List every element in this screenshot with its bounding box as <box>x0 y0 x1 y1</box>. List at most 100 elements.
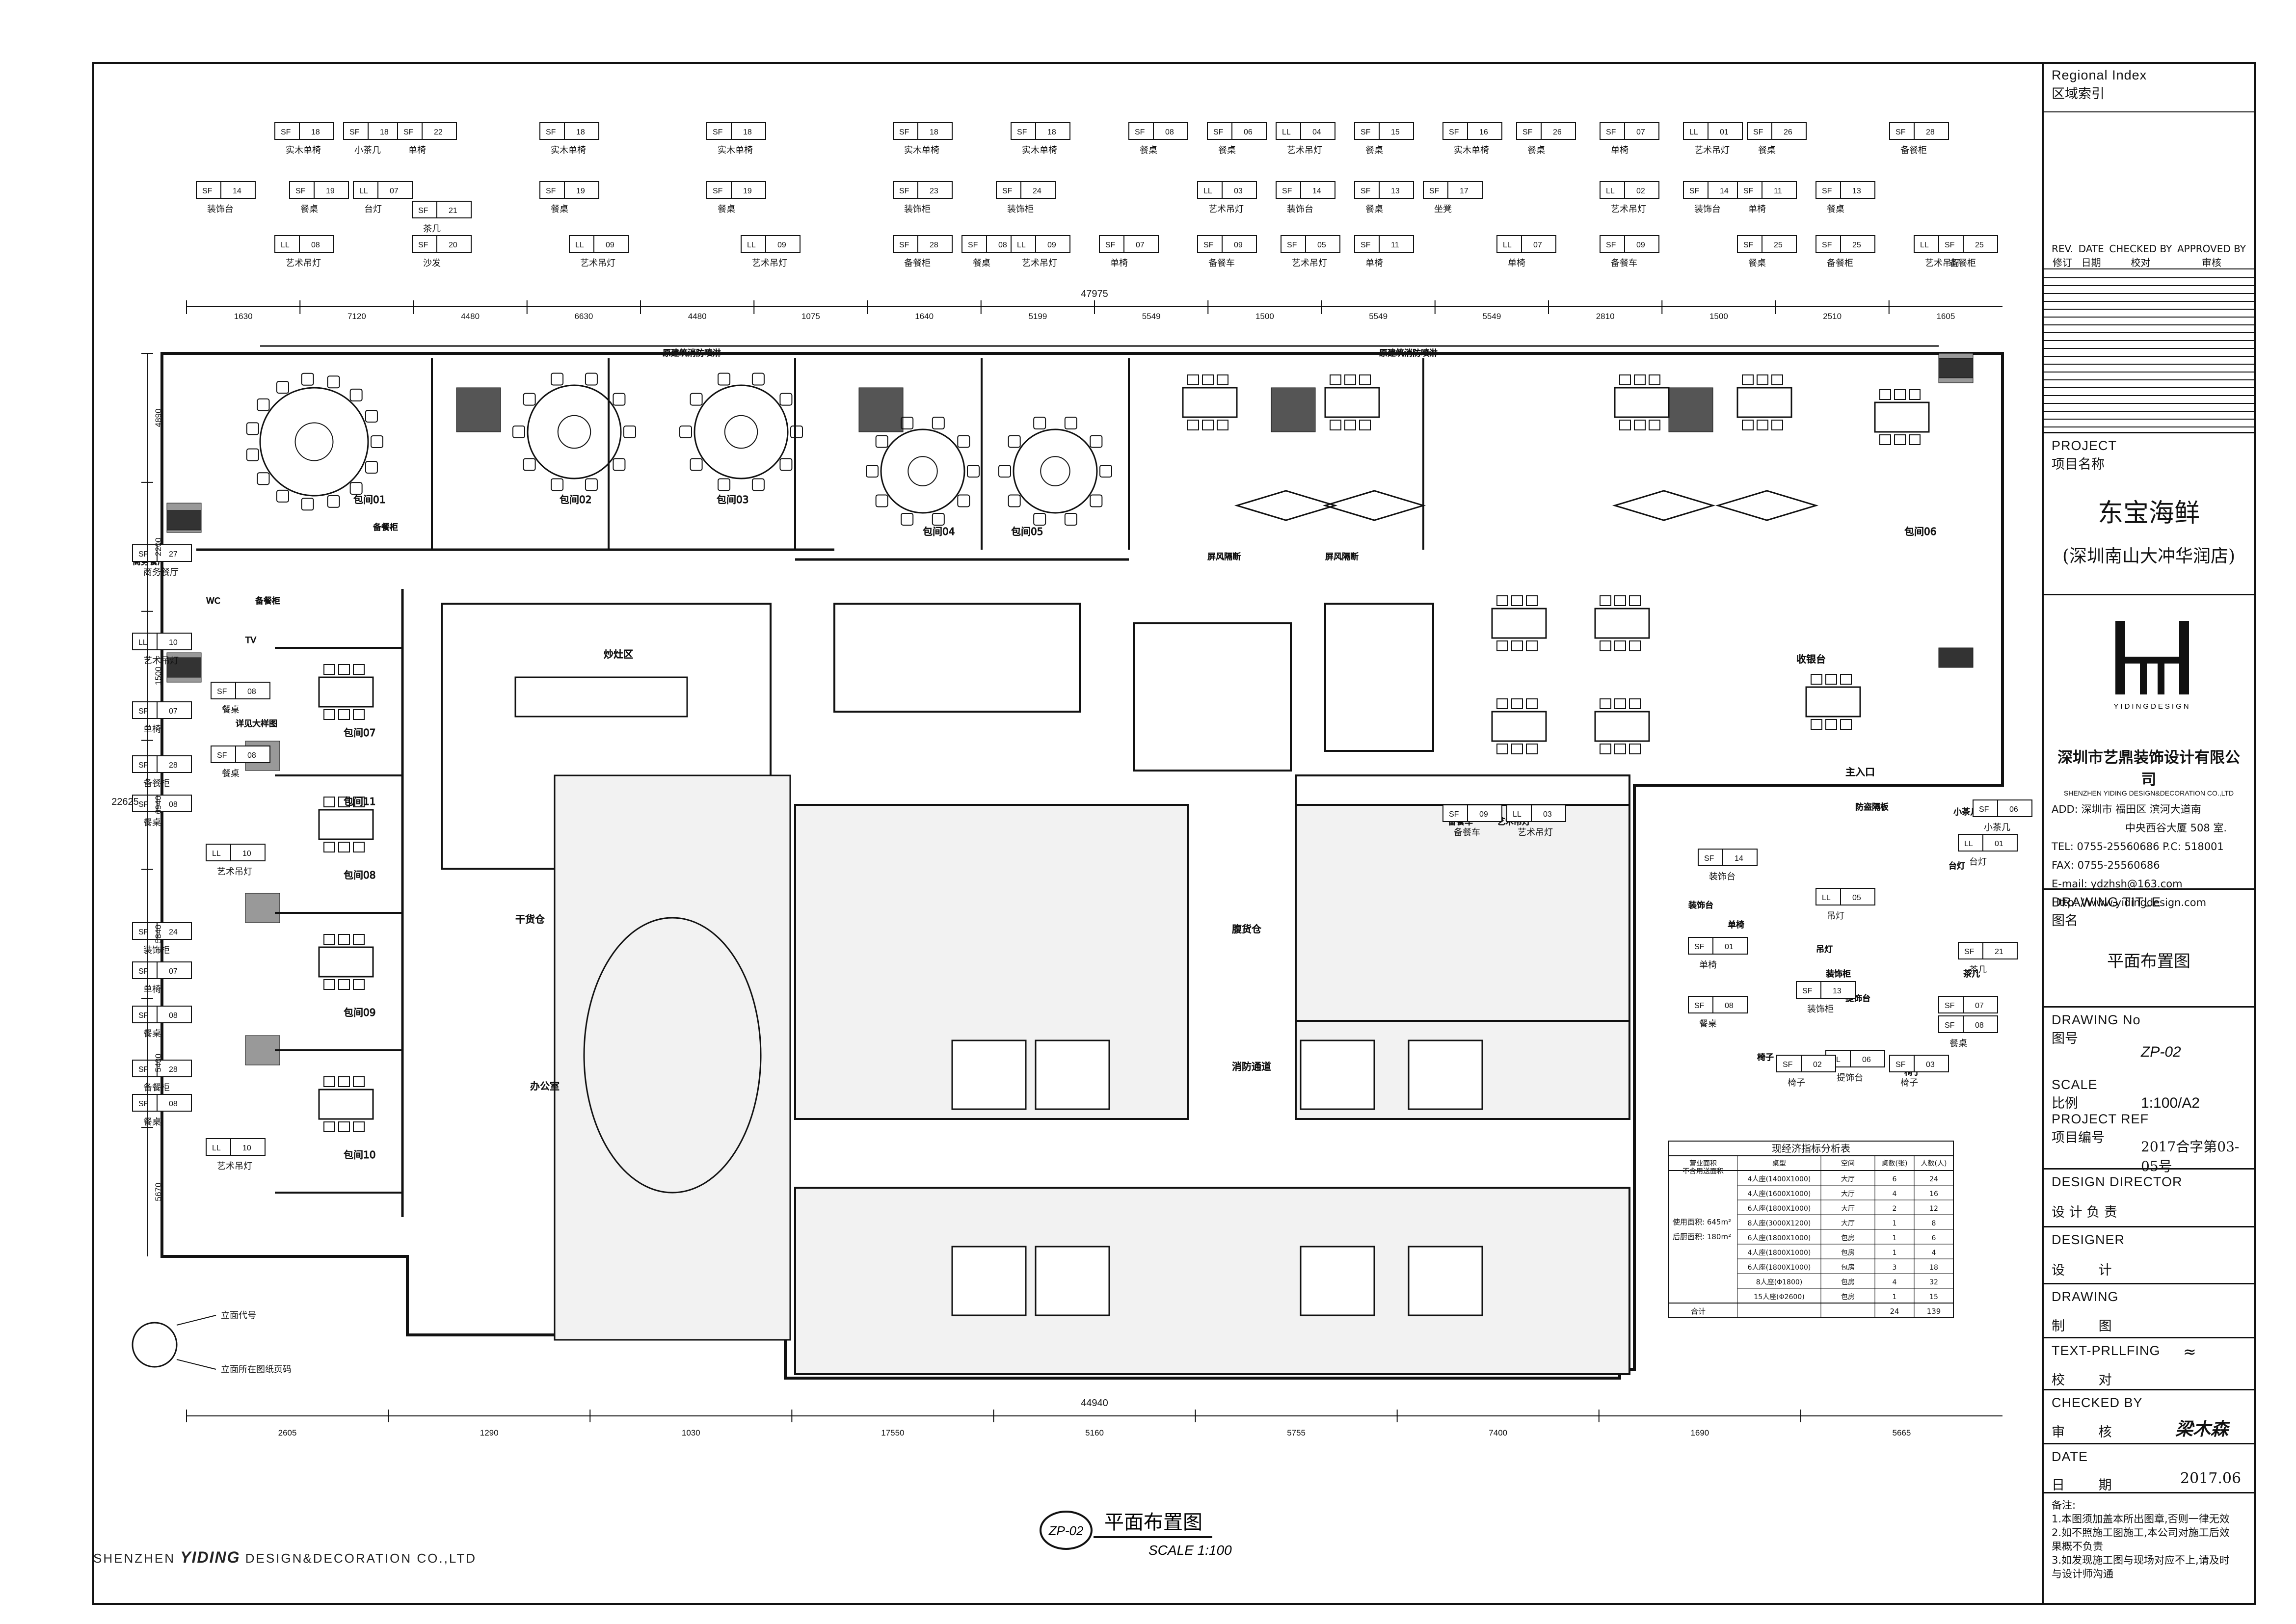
chair <box>1008 494 1021 507</box>
tag-box <box>1354 235 1414 253</box>
tag-label: 实木单椅 <box>904 145 939 156</box>
chair <box>1757 420 1768 430</box>
tag-box <box>1354 122 1414 140</box>
tag-number: 08 <box>1165 128 1174 136</box>
top-dimension: 1075 <box>801 312 820 321</box>
chair <box>1879 434 1891 445</box>
scale-cn: 比例 <box>2052 1096 2078 1111</box>
plan-note: TV <box>245 636 256 645</box>
econ-cell: 大厅 <box>1841 1175 1855 1183</box>
tag-box <box>132 1006 192 1023</box>
econ-cell: 4 <box>1893 1190 1897 1198</box>
tag-number: 08 <box>169 1012 178 1020</box>
project-label-en: PROJECT <box>2052 438 2117 453</box>
project-label-cn: 项目名称 <box>2052 457 2105 472</box>
tag-label: 餐桌 <box>1748 258 1766 268</box>
design-director-section: DESIGN DIRECTOR 设 计 负 责 <box>2043 1168 2255 1226</box>
tag-number: 25 <box>1774 241 1783 249</box>
column <box>858 387 904 432</box>
tag-code: SF <box>1822 241 1832 249</box>
top-dimension: 5549 <box>1369 312 1388 321</box>
tag-label: 备餐车 <box>1611 258 1637 268</box>
tag-box <box>132 795 192 812</box>
tag-number: 10 <box>169 639 178 647</box>
tag-code: SF <box>1287 241 1297 249</box>
tag-number: 07 <box>169 707 178 716</box>
tag-box <box>353 181 413 199</box>
tag-number: 08 <box>1725 1002 1734 1010</box>
econ-total-tables: 24 <box>1890 1307 1899 1316</box>
chair <box>323 934 335 945</box>
tag-number: 28 <box>1926 128 1935 136</box>
tag-code: SF <box>899 187 909 195</box>
round-table <box>259 387 369 497</box>
rect-table <box>1324 387 1380 418</box>
tag-label: 实木单椅 <box>718 145 753 156</box>
tag-code: SF <box>1361 187 1371 195</box>
lazy-susan <box>724 415 758 449</box>
elevator-car <box>1300 1246 1375 1316</box>
rect-table <box>1491 608 1547 639</box>
tag-code: SF <box>281 128 291 136</box>
tag-number: 21 <box>1995 948 2003 956</box>
chair <box>1600 744 1611 754</box>
tag-label: 单椅 <box>1365 258 1383 268</box>
tag-number: 01 <box>1720 128 1729 136</box>
tag-label: 餐桌 <box>1527 145 1545 156</box>
chair <box>551 373 564 386</box>
tag-box <box>1958 942 2018 959</box>
tag-box <box>1737 235 1797 253</box>
tag-code: SF <box>899 241 909 249</box>
room-label-baojian-05: 包间05 <box>1011 526 1043 537</box>
drawing-ref-text: ZP-02 <box>1048 1523 1084 1538</box>
room-label-chaozuoqu: 炒灶区 <box>604 648 633 660</box>
chair <box>790 426 803 438</box>
room-label-baojian-06: 包间06 <box>1904 526 1936 537</box>
tag-code: SF <box>546 128 556 136</box>
tag-number: 08 <box>311 241 320 249</box>
tag-code: SF <box>138 800 149 809</box>
tag-label: 单椅 <box>1748 204 1766 214</box>
rect-table <box>1594 711 1650 742</box>
tag-box <box>1276 122 1335 140</box>
tag-number: 05 <box>1852 894 1861 902</box>
tag-label: 备餐柜 <box>1827 258 1853 268</box>
chair <box>1496 640 1508 651</box>
tag-number: 09 <box>1636 241 1645 249</box>
room-label-baojian-03: 包间03 <box>717 494 748 506</box>
chair <box>1771 420 1783 430</box>
elevator-car <box>1300 1039 1375 1110</box>
tag-code: SF <box>1522 128 1533 136</box>
plan-note: 椅子 <box>1757 1053 1774 1063</box>
econ-cell: 4 <box>1893 1278 1897 1286</box>
tag-number: 18 <box>380 128 389 136</box>
bottom-dimension: 5665 <box>1893 1428 1911 1438</box>
bottom-overall-dimension: 44940 <box>1081 1398 1108 1409</box>
chair <box>1099 465 1112 478</box>
tag-label: 装饰台 <box>1709 872 1735 882</box>
tag-number: 14 <box>1720 187 1729 195</box>
rev-en: REV. <box>2052 243 2073 255</box>
chair <box>1649 420 1660 430</box>
top-dimension: 1640 <box>915 312 934 321</box>
econ-cell: 包房 <box>1841 1293 1855 1301</box>
kitchen-counter <box>514 676 688 718</box>
tag-number: 07 <box>1975 1002 1984 1010</box>
econ-table-title: 现经济指标分析表 <box>1772 1143 1850 1154</box>
top-dimension: 6630 <box>574 312 593 321</box>
tag-code: SF <box>1896 1061 1906 1069</box>
tag-code: SF <box>1945 1021 1955 1030</box>
tag-label: 实木单椅 <box>1454 145 1489 156</box>
window-post <box>166 510 202 531</box>
tag-label: 装饰台 <box>207 204 234 214</box>
